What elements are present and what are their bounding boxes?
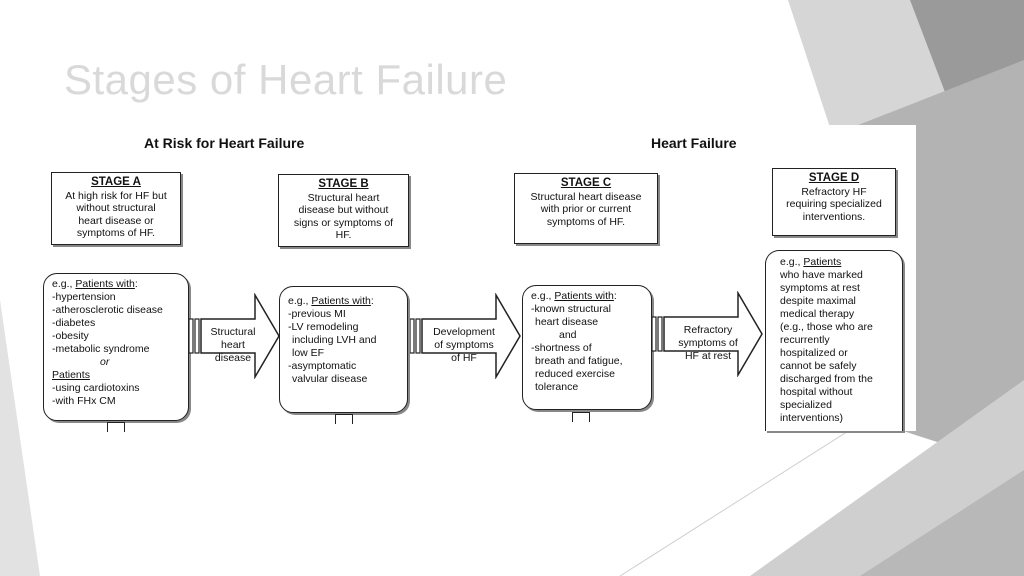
corner-shape-bottom-left <box>0 300 40 576</box>
stage-d-details: e.g., Patients who have marked symptoms … <box>765 250 903 431</box>
stage-b-details: e.g., Patients with: -previous MI -LV re… <box>279 286 408 413</box>
stage-d-box: STAGE D Refractory HF requiring speciali… <box>772 168 896 236</box>
stage-b-example-item: -LV remodeling <box>288 321 359 333</box>
arrow-a-to-b-label: Structural heart disease <box>203 326 263 365</box>
stage-b-line: disease but without <box>298 204 389 216</box>
connector-stub <box>107 422 125 432</box>
stage-b-details-heading: e.g., Patients with: <box>288 295 374 307</box>
arrow-c-to-d <box>652 291 763 377</box>
stage-c-example-item: and <box>559 329 577 341</box>
stage-b-line: signs or symptoms of <box>293 216 394 229</box>
diagram-panel: At Risk for Heart Failure Heart Failure … <box>40 125 916 432</box>
stage-b-example-item: valvular disease <box>292 373 368 385</box>
stage-d-example-item: recurrently <box>780 334 830 346</box>
stage-b-line: HF. <box>335 229 352 241</box>
arrow-label-line: of HF <box>451 352 477 364</box>
stage-a-line: symptoms of HF. <box>76 227 156 239</box>
arrow-label-line: Structural <box>210 326 256 338</box>
stage-c-title: STAGE C <box>560 177 612 189</box>
corner-shape-bottom-right-dark <box>860 470 1024 576</box>
stage-c-example-item: heart disease <box>535 316 599 328</box>
arrow-label-line: HF at rest <box>684 350 732 362</box>
connector-stub <box>335 414 353 424</box>
stage-a-risk-item: -using cardiotoxins <box>52 382 140 394</box>
stage-c-example-item: reduced exercise <box>535 368 615 380</box>
stage-c-example-item: tolerance <box>535 381 579 393</box>
heading-heart-failure: Heart Failure <box>651 135 737 151</box>
heading-at-risk: At Risk for Heart Failure <box>144 135 305 151</box>
stage-b-line: Structural heart <box>307 191 380 204</box>
arrow-a-to-b <box>189 293 280 379</box>
stage-a-risk-item: -metabolic syndrome <box>52 343 150 355</box>
arrow-label-line: Development <box>433 326 495 338</box>
stage-a-line: heart disease or <box>78 214 154 227</box>
stage-d-example-item: hospital without <box>780 386 853 398</box>
stage-a-risk-item: -with FHx CM <box>52 395 116 407</box>
stage-b-title: STAGE B <box>318 178 369 190</box>
arrow-label-line: heart <box>221 339 245 351</box>
stage-b-example-item: including LVH and <box>292 334 377 346</box>
stage-a-risk-item: -diabetes <box>52 317 96 329</box>
stage-c-example-item: breath and fatigue, <box>535 355 623 367</box>
stage-d-line: requiring specialized <box>786 198 882 210</box>
arrow-b-to-c-label: Development of symptoms of HF <box>424 326 504 365</box>
stage-d-example-item: cannot be safely <box>780 360 857 372</box>
stage-a-risk-item: -obesity <box>52 330 89 342</box>
arrow-b-to-c <box>410 293 521 379</box>
arrow-label-line: symptoms of <box>678 337 738 349</box>
stage-d-example-item: (e.g., those who are <box>780 321 873 333</box>
stage-c-line: Structural heart disease <box>530 190 642 203</box>
stage-a-details-heading-2: Patients <box>52 369 90 381</box>
stage-a-risk-item: -atherosclerotic disease <box>52 304 163 316</box>
stage-d-example-item: who have marked <box>780 269 863 281</box>
stage-a-line: without structural <box>76 202 156 214</box>
stage-c-box: STAGE C Structural heart disease with pr… <box>514 173 658 244</box>
stage-c-example-item: -shortness of <box>531 342 592 354</box>
stage-d-title: STAGE D <box>808 172 860 184</box>
stage-a-details-heading: e.g., Patients with: <box>52 278 138 290</box>
stage-c-details: e.g., Patients with: -known structural h… <box>522 285 652 410</box>
stage-d-example-item: interventions) <box>780 412 844 424</box>
arrow-c-to-d-label: Refractory symptoms of HF at rest <box>668 324 748 363</box>
stage-a-details: e.g., Patients with: -hypertension -athe… <box>43 273 189 421</box>
stage-b-example-item: low EF <box>292 347 325 359</box>
stage-d-example-item: medical therapy <box>780 308 855 320</box>
arrow-label-line: Refractory <box>683 324 733 336</box>
stage-d-line: interventions. <box>802 210 866 223</box>
connector-stub <box>572 412 590 422</box>
stage-c-line: with prior or current <box>540 203 632 215</box>
stage-d-example-item: despite maximal <box>780 295 856 307</box>
stage-d-example-item: symptoms at rest <box>780 282 860 294</box>
slide-title: Stages of Heart Failure <box>64 56 508 103</box>
stage-b-example-item: -previous MI <box>288 308 346 320</box>
stage-b-box: STAGE B Structural heart disease but wit… <box>278 174 409 247</box>
stage-d-example-item: discharged from the <box>780 373 873 385</box>
stage-a-box: STAGE A At high risk for HF but without … <box>51 172 181 245</box>
stage-d-example-item: specialized <box>780 399 832 411</box>
arrow-label-line: disease <box>214 352 252 364</box>
stage-c-details-heading: e.g., Patients with: <box>531 290 617 302</box>
stage-b-example-item: -asymptomatic <box>288 360 357 372</box>
stage-a-title: STAGE A <box>91 176 141 188</box>
stage-a-or: or <box>100 356 110 368</box>
stage-c-line: symptoms of HF. <box>546 215 626 228</box>
stage-c-example-item: -known structural <box>531 303 611 315</box>
stage-a-risk-item: -hypertension <box>52 291 116 303</box>
arrow-label-line: of symptoms <box>434 339 494 351</box>
stage-d-example-item: hospitalized or <box>780 347 848 359</box>
stage-d-details-heading: e.g., Patients <box>780 256 842 268</box>
stage-a-line: At high risk for HF but <box>65 189 167 202</box>
stage-d-line: Refractory HF <box>801 185 867 198</box>
